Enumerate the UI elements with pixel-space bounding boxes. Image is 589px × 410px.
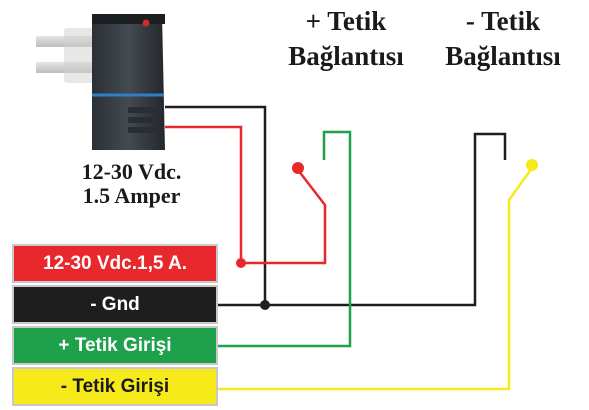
ground-terminal: - Gnd (12, 285, 218, 324)
positive-trigger-title-line2: Bağlantısı (288, 41, 404, 71)
power-wire (165, 125, 327, 265)
negative-trigger-title-line2: Bağlantısı (445, 41, 561, 71)
positive-trigger-title: + Tetik Bağlantısı (254, 4, 438, 74)
positive-trigger-title-line1: + Tetik (305, 6, 387, 36)
positive-trigger-wire (218, 130, 352, 348)
ground-junction-dot (260, 300, 270, 310)
negative-trigger-wire (218, 167, 534, 391)
power-terminal: 12-30 Vdc.1,5 A. (12, 244, 218, 283)
power-adapter-icon (36, 14, 165, 150)
negative-trigger-title: - Tetik Bağlantısı (420, 4, 586, 74)
positive-trigger-terminal: + Tetik Girişi (12, 326, 218, 365)
adapter-voltage: 12-30 Vdc. (81, 159, 182, 184)
positive-switch-contact-icon (292, 162, 304, 174)
negative-trigger-terminal: - Tetik Girişi (12, 367, 218, 406)
negative-switch-contact-icon (526, 159, 538, 171)
adapter-spec-label: 12-30 Vdc. 1.5 Amper (44, 160, 219, 208)
adapter-current: 1.5 Amper (82, 183, 181, 208)
power-led-icon (142, 19, 150, 27)
power-junction-dot (236, 258, 246, 268)
ground-wire (165, 105, 507, 307)
negative-trigger-title-line1: - Tetik (465, 6, 541, 36)
